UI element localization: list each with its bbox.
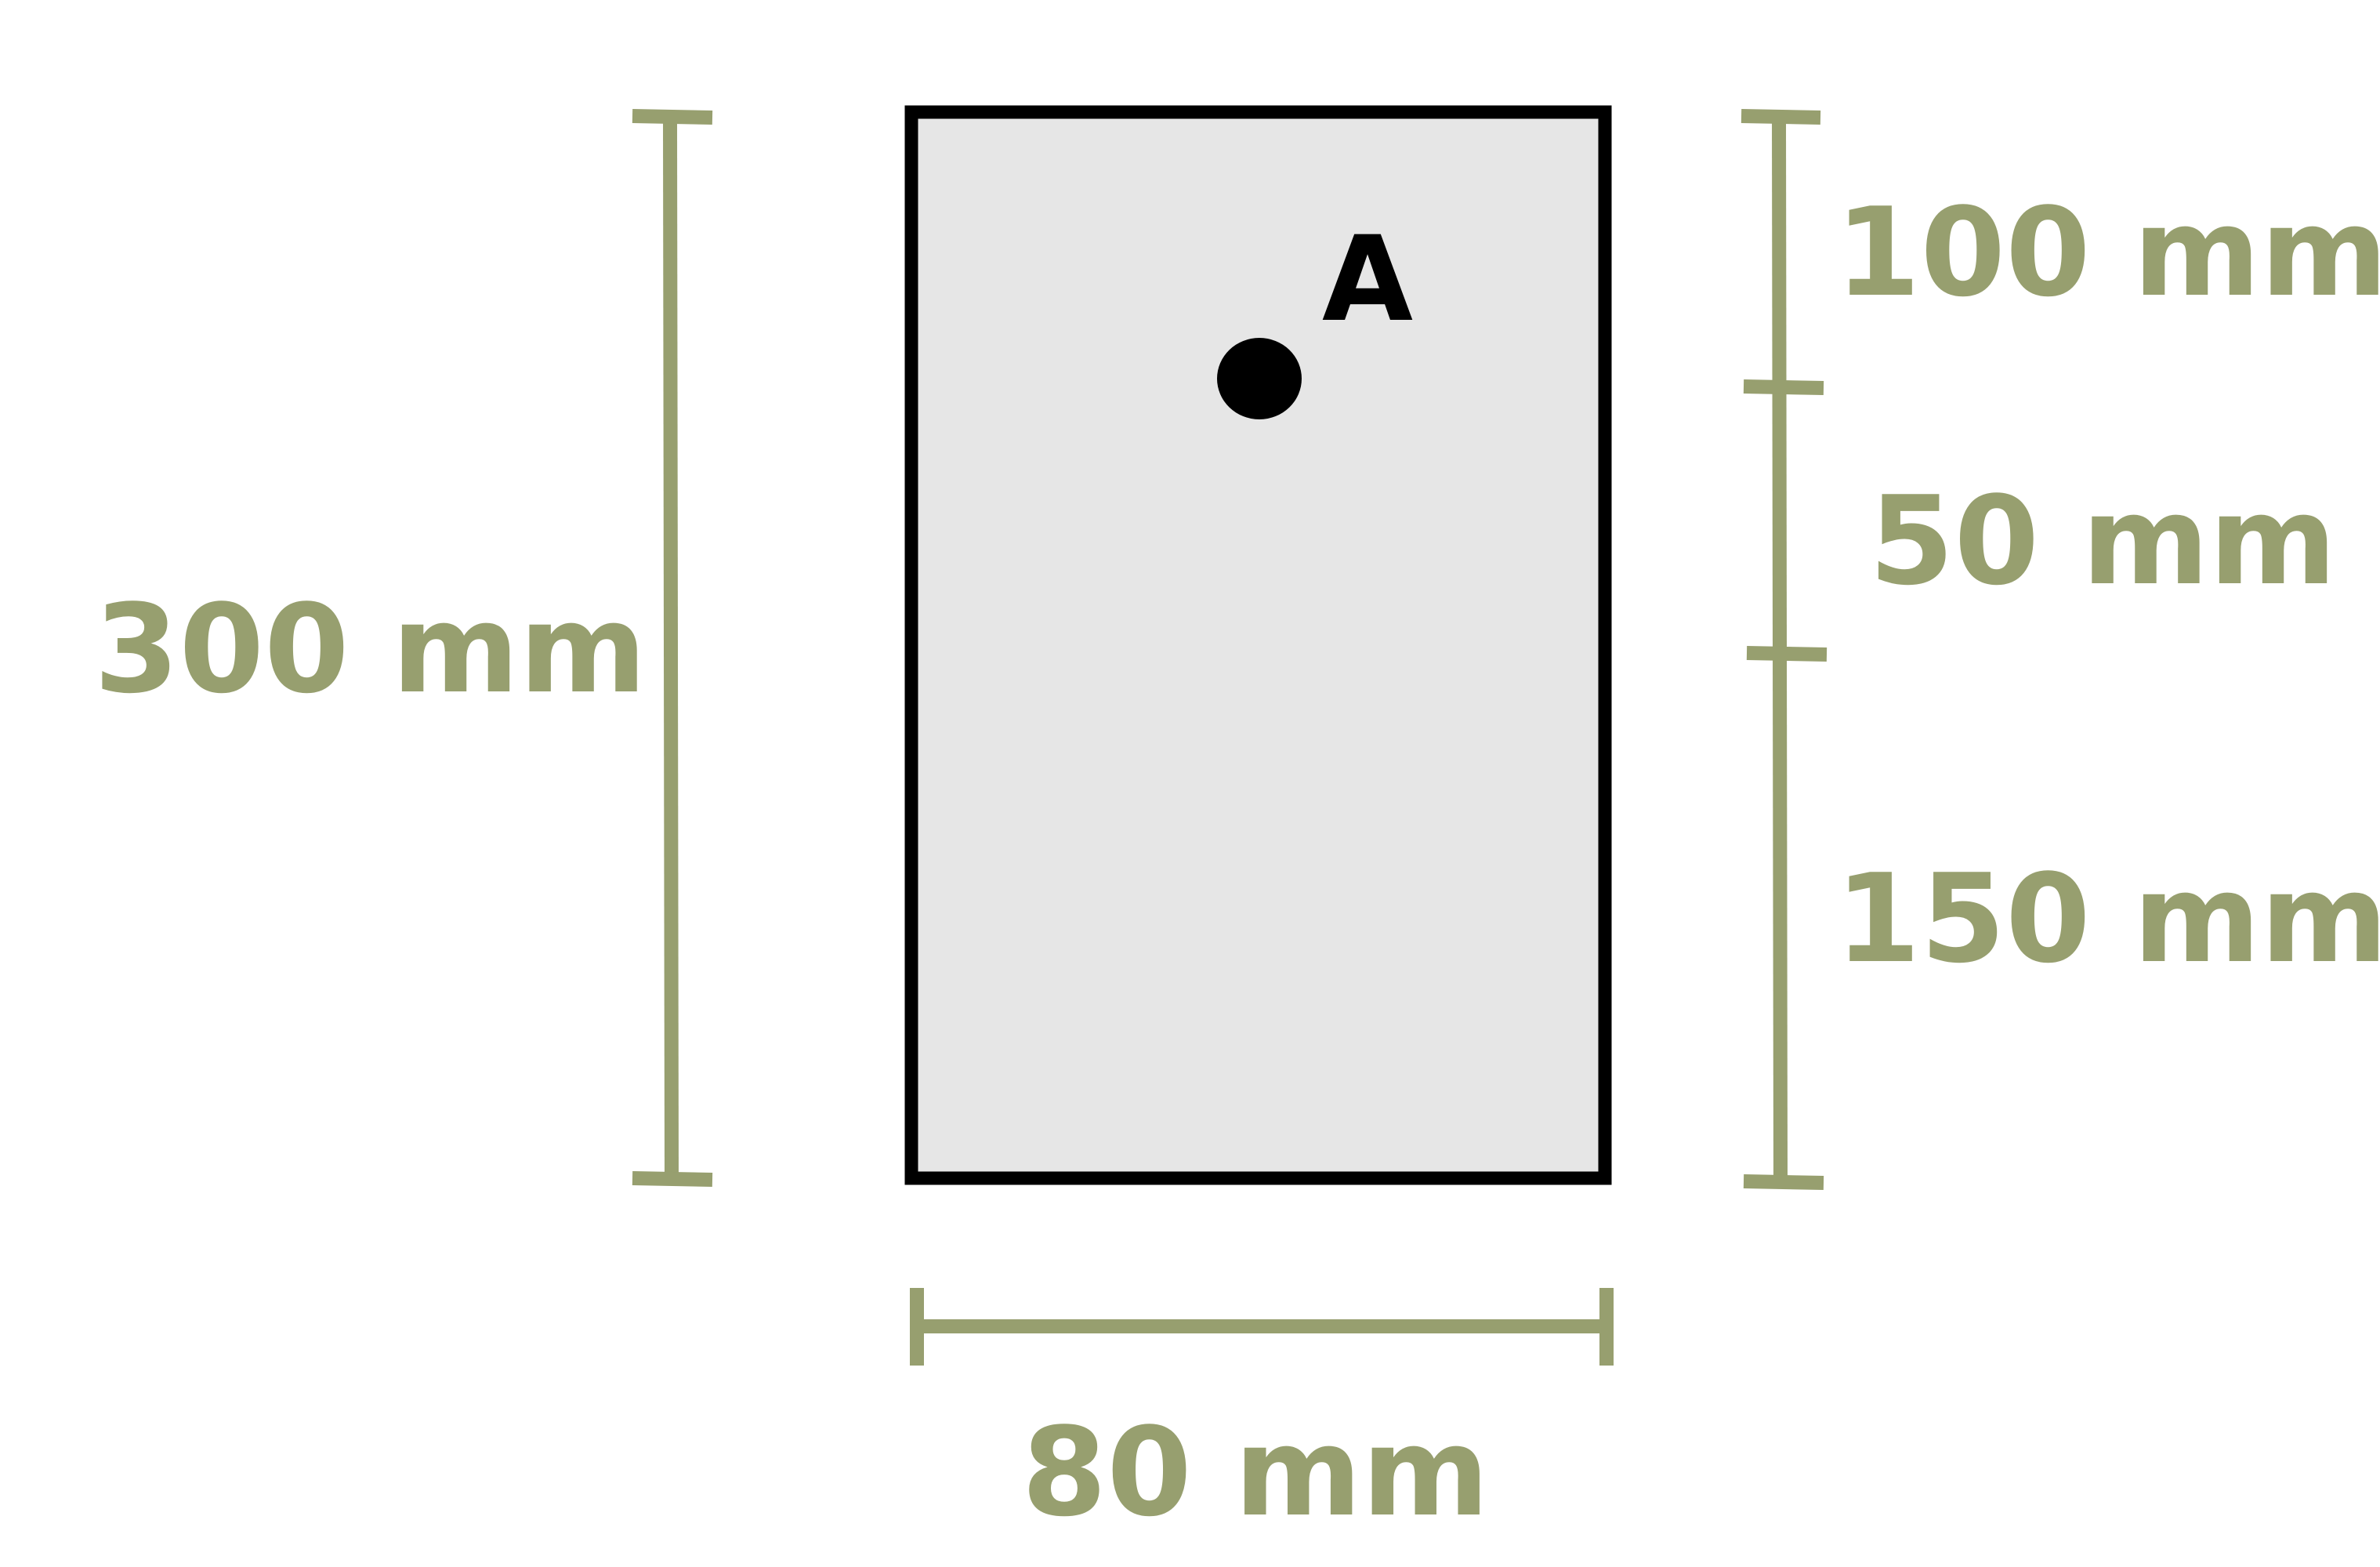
- width-dimension: [910, 1288, 1614, 1366]
- point-a-label: A: [1322, 212, 1413, 348]
- segment-bottom-label: 150 mm: [1835, 847, 2380, 990]
- plate-rectangle: [904, 105, 1612, 1185]
- segment-top-label: 100 mm: [1835, 181, 2380, 324]
- width-dimension-label: 80 mm: [1022, 1401, 1490, 1543]
- point-a-marker: [1217, 338, 1302, 419]
- height-dimension: [632, 109, 713, 1187]
- segment-middle-label: 50 mm: [1869, 470, 2337, 612]
- segment-dimension: [1741, 109, 1828, 1190]
- height-dimension-label: 300 mm: [94, 578, 647, 720]
